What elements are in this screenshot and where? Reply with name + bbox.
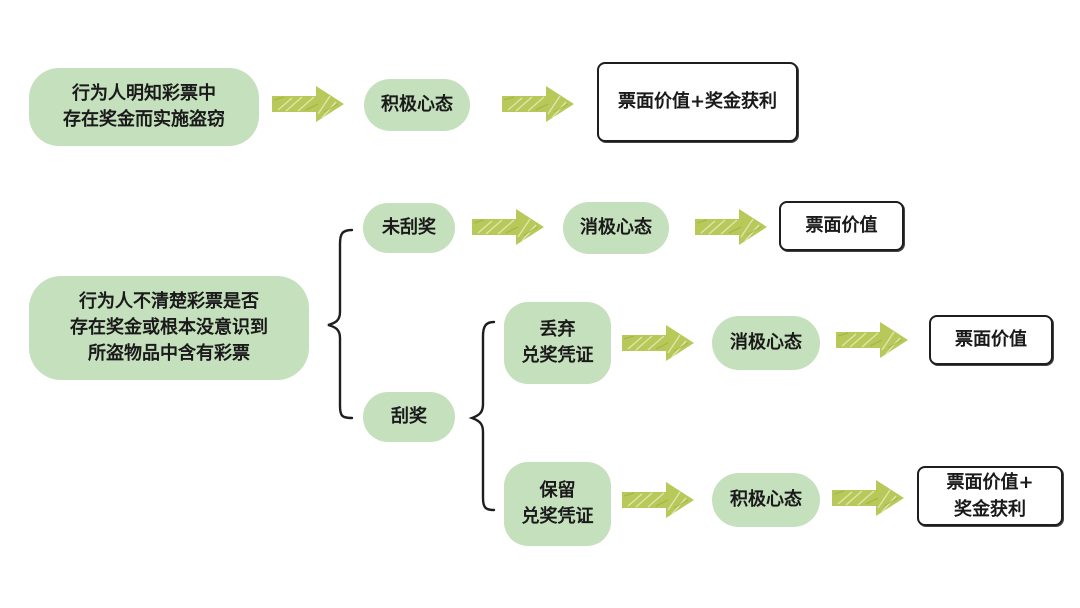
- scenario1-condition-node: 行为人明知彩票中 存在奖金而实施盗窃: [29, 68, 259, 146]
- arrow-icon: [622, 480, 694, 520]
- scenario1-mindset-node: 积极心态: [364, 79, 470, 131]
- arrow-icon: [472, 207, 544, 247]
- arrow-icon: [695, 207, 767, 247]
- scenario1-result-text: 票面价值+奖金获利: [617, 90, 778, 112]
- scenario1-mindset-text: 积极心态: [381, 93, 453, 115]
- arrow-icon: [622, 323, 694, 363]
- sub-discard-mindset-text: 消极心态: [730, 331, 802, 353]
- arrow-icon: [836, 320, 908, 360]
- scenario1-condition-text: 行为人明知彩票中 存在奖金而实施盗窃: [63, 82, 225, 130]
- sub-discard-result-box: 票面价值: [929, 315, 1053, 365]
- sub-keep-result-box: 票面价值+ 奖金获利: [917, 466, 1063, 526]
- arrow-icon: [832, 478, 904, 518]
- sub-keep-mindset-text: 积极心态: [730, 488, 802, 510]
- scenario1-result-box: 票面价值+奖金获利: [597, 62, 798, 142]
- branch-unscratched-mindset-text: 消极心态: [580, 216, 652, 238]
- branch-unscratched-result-text: 票面价值: [805, 214, 878, 236]
- sub-discard-text: 丢弃 兑奖凭证: [521, 318, 594, 366]
- branch-scratched-text: 刮奖: [391, 405, 427, 427]
- branch-unscratched-mindset-node: 消极心态: [563, 202, 669, 254]
- scenario2-condition-node: 行为人不清楚彩票是否 存在奖金或根本没意识到 所盗物品中含有彩票: [29, 276, 309, 380]
- sub-keep-text: 保留 兑奖凭证: [521, 479, 594, 527]
- sub-discard-result-text: 票面价值: [955, 328, 1027, 350]
- branch-scratched-node: 刮奖: [363, 392, 455, 442]
- sub-discard-mindset-node: 消极心态: [712, 316, 820, 370]
- arrow-icon: [272, 84, 344, 124]
- sub-keep-mindset-node: 积极心态: [712, 473, 820, 527]
- scenario2-condition-text: 行为人不清楚彩票是否 存在奖金或根本没意识到 所盗物品中含有彩票: [70, 290, 268, 365]
- sub-keep-result-text: 票面价值+ 奖金获利: [946, 472, 1034, 520]
- branch-unscratched-text: 未刮奖: [382, 216, 436, 238]
- sub-discard-node: 丢弃 兑奖凭证: [504, 302, 611, 384]
- arrow-icon: [502, 84, 574, 124]
- branch-unscratched-result-box: 票面价值: [779, 201, 904, 251]
- branch-brace: [327, 228, 354, 420]
- sub-keep-node: 保留 兑奖凭证: [504, 462, 611, 546]
- sub-branch-brace: [468, 320, 496, 512]
- branch-unscratched-node: 未刮奖: [363, 203, 455, 253]
